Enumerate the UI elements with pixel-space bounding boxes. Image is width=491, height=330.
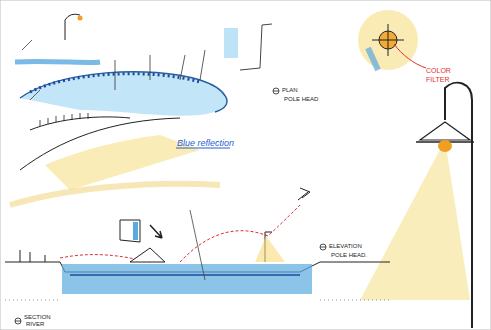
sketch-label: COLOR FILTER bbox=[426, 66, 474, 84]
sketch-label: SECTION bbox=[24, 313, 51, 321]
sketch-label: POLE HEAD. bbox=[331, 251, 367, 259]
sketch-label: PLAN bbox=[282, 86, 298, 94]
sketch-label: POLE HEAD bbox=[284, 95, 318, 103]
sketch-label: Blue reflection bbox=[177, 138, 234, 149]
sketch-label: ELEVATION bbox=[329, 242, 362, 250]
sketch-label: RIVER bbox=[26, 320, 44, 328]
